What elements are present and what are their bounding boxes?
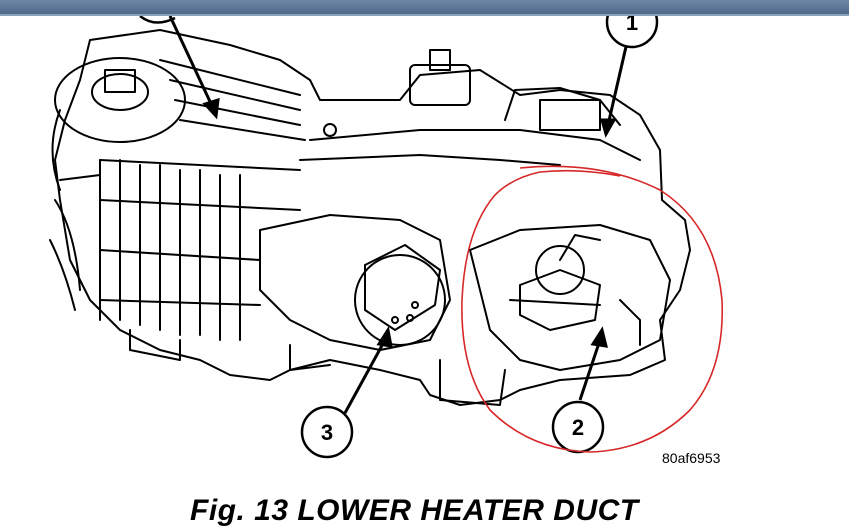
figure-code: 80af6953 <box>662 450 721 466</box>
figure-caption: Fig. 13 LOWER HEATER DUCT <box>190 494 639 527</box>
callout-2-label: 2 <box>572 415 584 440</box>
title-bar-border <box>0 14 849 16</box>
heater-assembly-diagram: 1 2 3 <box>49 16 724 459</box>
callout-1: 1 <box>605 16 659 49</box>
callout-3-label: 3 <box>321 420 333 445</box>
partial-callout-circle <box>139 16 176 24</box>
callout-1-label: 1 <box>626 16 638 35</box>
annotation-red-circle <box>461 165 724 453</box>
callout-2: 2 <box>551 400 605 454</box>
callout-3: 3 <box>300 405 354 459</box>
window-title-bar <box>0 0 849 14</box>
